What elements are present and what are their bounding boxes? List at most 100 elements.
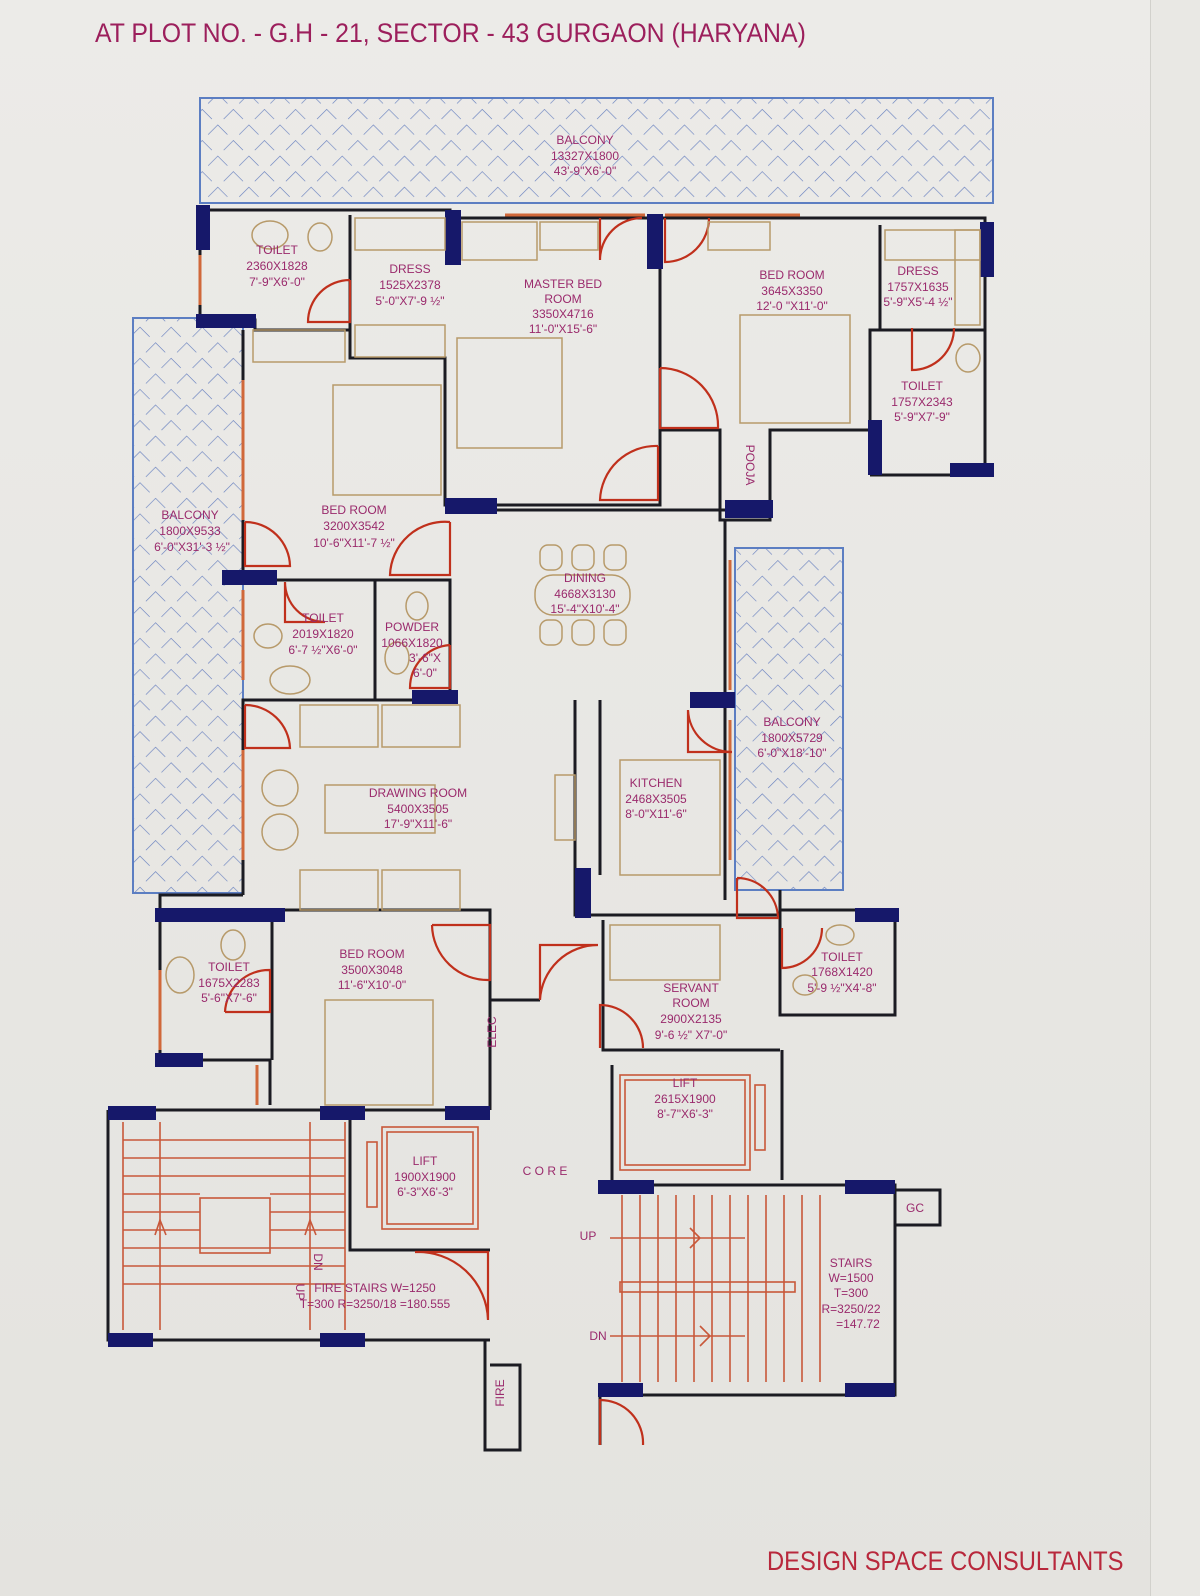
- plan-shape: [324, 999, 434, 1106]
- plan-shape: [483, 1340, 522, 1452]
- plan-shape: [165, 956, 195, 994]
- svg-text:T=300: T=300: [834, 1286, 869, 1300]
- plan-shape: [660, 328, 985, 522]
- svg-text:1525X2378: 1525X2378: [379, 278, 441, 292]
- plan-shape: [845, 1180, 895, 1194]
- plan-shape: [196, 314, 256, 328]
- plan-shape: [324, 784, 436, 834]
- plan-shape: [243, 703, 292, 750]
- svg-text:=147.72: =147.72: [836, 1317, 880, 1331]
- plan-shape: [155, 1053, 203, 1067]
- svg-text:5'-6"X7'-6": 5'-6"X7'-6": [201, 991, 257, 1005]
- plan-shape: [598, 1180, 654, 1194]
- plan-shape: [663, 217, 711, 264]
- plan-shape: [299, 869, 379, 911]
- plan-shape: [603, 544, 627, 571]
- plan-shape: [445, 498, 497, 514]
- svg-text:6'-0": 6'-0": [413, 666, 437, 680]
- svg-text:LIFT: LIFT: [673, 1076, 698, 1090]
- svg-text:7'-9"X6'-0": 7'-9"X6'-0": [249, 275, 305, 289]
- svg-text:2468X3505: 2468X3505: [625, 792, 687, 806]
- plan-shape: [261, 769, 299, 807]
- svg-text:12'-0 "X11'-0": 12'-0 "X11'-0": [756, 299, 828, 313]
- plan-shape: [780, 927, 824, 970]
- plan-shape: [610, 1227, 745, 1249]
- doors: [223, 216, 956, 1446]
- plan-shape: [354, 217, 446, 251]
- plan-shape: [332, 384, 442, 496]
- plan-shape: [895, 1188, 942, 1227]
- plan-shape: [108, 1333, 153, 1347]
- svg-text:1757X2343: 1757X2343: [891, 395, 953, 409]
- plan-shape: [825, 924, 855, 946]
- svg-text:1768X1420: 1768X1420: [811, 965, 873, 979]
- svg-text:17'-9"X11'-6": 17'-9"X11'-6": [384, 817, 452, 831]
- plan-shape: [571, 619, 595, 646]
- plan-shape: [619, 759, 721, 876]
- svg-text:6'-7 ½"X6'-0": 6'-7 ½"X6'-0": [288, 643, 357, 657]
- plan-shape: [910, 327, 956, 372]
- svg-text:W=1500: W=1500: [828, 1271, 873, 1285]
- plan-shape: [196, 205, 210, 250]
- plan-shape: [539, 619, 563, 646]
- svg-text:6'-0"X18'-10": 6'-0"X18'-10": [757, 746, 826, 760]
- svg-text:KITCHEN: KITCHEN: [630, 776, 683, 790]
- svg-text:2019X1820: 2019X1820: [292, 627, 354, 641]
- svg-text:T=300 R=3250/18 =180.555: T=300 R=3250/18 =180.555: [300, 1297, 451, 1311]
- label-pooja: POOJA: [743, 445, 757, 486]
- plan-shape: [575, 868, 591, 918]
- svg-text:5'-9"X7'-9": 5'-9"X7'-9": [894, 410, 950, 424]
- plan-shape: [598, 1383, 643, 1397]
- svg-text:3350X4716: 3350X4716: [532, 307, 594, 321]
- svg-text:5400X3505: 5400X3505: [387, 802, 449, 816]
- plan-shape: [868, 420, 882, 475]
- plan-shape: [598, 1398, 645, 1446]
- svg-text:FIRE STAIRS W=1250: FIRE STAIRS W=1250: [314, 1281, 436, 1295]
- plan-shape: [241, 330, 452, 895]
- project-address: AT PLOT NO. - G.H - 21, SECTOR - 43 GURG…: [95, 18, 806, 48]
- plan-shape: [155, 908, 285, 922]
- svg-text:DRESS: DRESS: [389, 262, 430, 276]
- svg-text:1800X9533: 1800X9533: [159, 524, 221, 538]
- plan-shape: [122, 1122, 346, 1330]
- svg-text:1757X1635: 1757X1635: [887, 280, 949, 294]
- svg-text:8'-0"X11'-6": 8'-0"X11'-6": [625, 807, 687, 821]
- svg-text:TOILET: TOILET: [302, 611, 344, 625]
- plan-shape: [610, 1050, 784, 1180]
- svg-text:1900X1900: 1900X1900: [394, 1170, 456, 1184]
- svg-text:BALCONY: BALCONY: [556, 133, 613, 147]
- svg-text:13327X1800: 13327X1800: [551, 149, 619, 163]
- plan-shape: [384, 641, 410, 675]
- plan-shape: [445, 210, 461, 265]
- svg-text:6'-0"X31'-3 ½": 6'-0"X31'-3 ½": [154, 540, 230, 554]
- plan-shape: [154, 1217, 317, 1236]
- plan-shape: [220, 929, 246, 961]
- svg-text:3200X3542: 3200X3542: [323, 519, 385, 533]
- plan-shape: [603, 619, 627, 646]
- plan-shape: [855, 908, 899, 922]
- plan-shape: [619, 1281, 796, 1293]
- plan-shape: [307, 222, 333, 252]
- svg-text:R=3250/22: R=3250/22: [821, 1302, 880, 1316]
- svg-text:5'-0"X7'-9 ½": 5'-0"X7'-9 ½": [375, 294, 444, 308]
- plan-shape: [320, 1333, 365, 1347]
- svg-text:2900X2135: 2900X2135: [660, 1012, 722, 1026]
- label-stairs-dn: DN: [589, 1329, 606, 1343]
- plan-shape: [388, 520, 452, 577]
- svg-text:10'-6"X11'-7 ½": 10'-6"X11'-7 ½": [313, 536, 395, 550]
- plan-shape: [792, 974, 818, 996]
- plan-shape: [252, 329, 346, 363]
- plan-shape: [534, 574, 631, 616]
- plan-shape: [845, 1383, 895, 1397]
- svg-text:DINING: DINING: [564, 571, 606, 585]
- plan-shape: [269, 665, 311, 695]
